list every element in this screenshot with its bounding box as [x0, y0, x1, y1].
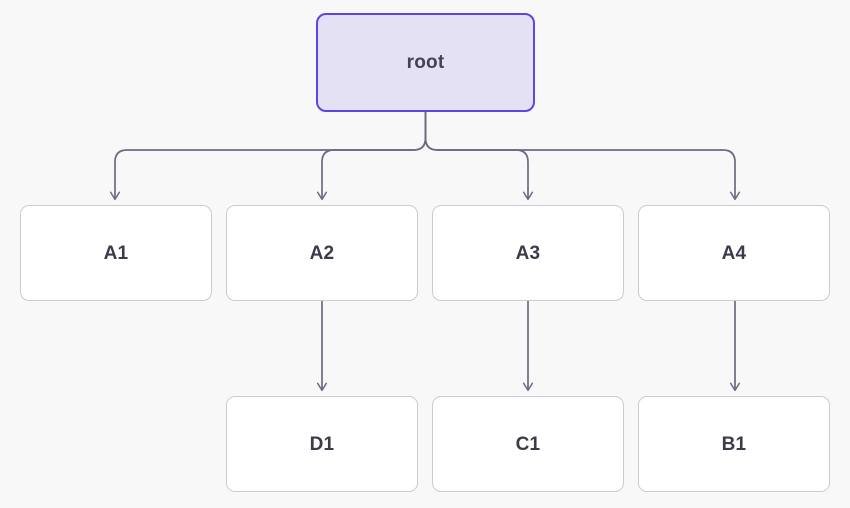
node-label-c1: C1: [515, 433, 541, 455]
node-b1[interactable]: B1: [638, 396, 830, 492]
node-label-a3: A3: [515, 242, 541, 264]
edge-root-to-A3[interactable]: [424, 112, 534, 201]
node-label-a2: A2: [309, 242, 335, 264]
node-label-b1: B1: [721, 433, 747, 455]
node-a4[interactable]: A4: [638, 205, 830, 301]
edge-root-to-A2[interactable]: [316, 112, 427, 201]
edge-root-to-A1[interactable]: [109, 112, 427, 201]
node-label-a1: A1: [103, 242, 129, 264]
node-c1[interactable]: C1: [432, 396, 624, 492]
node-label-d1: D1: [309, 433, 335, 455]
node-label-root: root: [406, 52, 445, 73]
edge-root-to-A4[interactable]: [424, 112, 741, 201]
node-d1[interactable]: D1: [226, 396, 418, 492]
node-a2[interactable]: A2: [226, 205, 418, 301]
node-label-a4: A4: [721, 242, 747, 264]
node-root[interactable]: root: [316, 13, 535, 112]
node-a3[interactable]: A3: [432, 205, 624, 301]
node-a1[interactable]: A1: [20, 205, 212, 301]
